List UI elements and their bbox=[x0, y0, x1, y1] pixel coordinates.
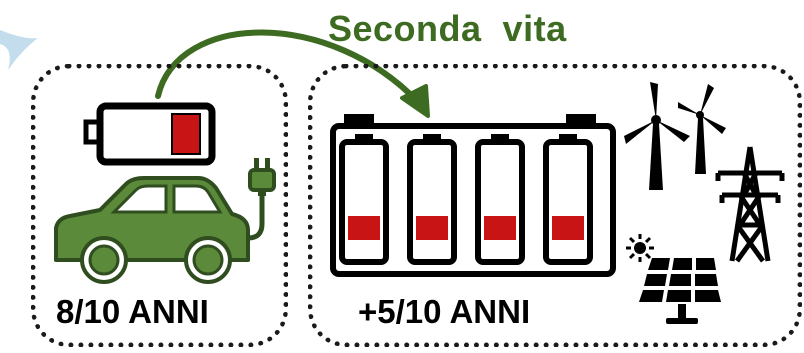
diagram-title: Seconda vita bbox=[328, 8, 567, 49]
electric-car-icon bbox=[54, 176, 265, 284]
low-battery-icon bbox=[83, 102, 216, 166]
first-life-panel bbox=[31, 64, 288, 347]
decorative-swoosh bbox=[0, 30, 38, 70]
second-life-panel bbox=[308, 64, 802, 347]
battery-cell-4 bbox=[543, 134, 593, 265]
sun-icon bbox=[626, 234, 654, 262]
charging-plug-icon bbox=[248, 158, 276, 196]
power-pylon-icon bbox=[715, 146, 785, 263]
battery-pack-icon bbox=[330, 114, 616, 277]
battery-cell-1 bbox=[339, 134, 389, 265]
wind-turbines-icon bbox=[624, 82, 726, 190]
solar-panel-icon bbox=[639, 258, 721, 324]
first-life-duration: 8/10 ANNI bbox=[56, 293, 209, 330]
battery-cell-3 bbox=[475, 134, 525, 265]
battery-cell-2 bbox=[407, 134, 457, 265]
second-life-duration: +5/10 ANNI bbox=[358, 293, 531, 330]
